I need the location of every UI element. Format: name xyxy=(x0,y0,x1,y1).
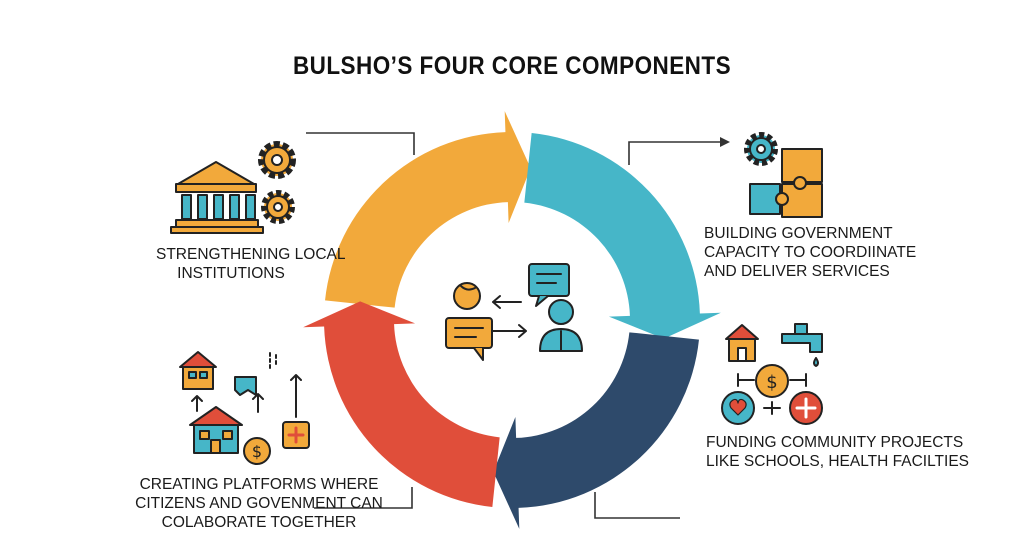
cycle-arrows xyxy=(303,111,721,529)
connector-bottom-left xyxy=(314,487,413,509)
arrow-building-capacity xyxy=(524,133,721,339)
collaboration-platform-icon: $ xyxy=(179,351,310,465)
label-funding-community-projects: FUNDING COMMUNITY PROJECTS LIKE SCHOOLS,… xyxy=(706,434,970,470)
diagram-title: BULSHO’S FOUR CORE COMPONENTS xyxy=(292,52,732,80)
connector-bottom-right xyxy=(594,492,680,519)
label-building-government-capacity: BUILDING GOVERNMENT CAPACITY TO COORDIIN… xyxy=(704,225,917,280)
arrow-creating-platforms xyxy=(303,301,500,507)
community-funding-icon: $ xyxy=(721,323,823,425)
puzzle-gear-icon xyxy=(744,132,823,218)
label-strengthening-local-institutions: STRENGTHENING LOCAL INSTITUTIONS xyxy=(156,246,346,282)
connector-arrowhead xyxy=(720,137,730,147)
connector-top-right xyxy=(628,141,728,165)
citizen-government-dialogue-icon xyxy=(445,263,583,361)
arrow-funding-projects xyxy=(493,332,699,529)
svg-text:$: $ xyxy=(766,372,777,393)
institution-gears-icon xyxy=(170,141,296,234)
label-creating-platforms: CREATING PLATFORMS WHERE CITIZENS AND GO… xyxy=(135,476,383,531)
connector-top-left xyxy=(306,132,415,155)
arrow-strengthening-institutions xyxy=(325,111,531,308)
svg-text:$: $ xyxy=(252,442,262,461)
